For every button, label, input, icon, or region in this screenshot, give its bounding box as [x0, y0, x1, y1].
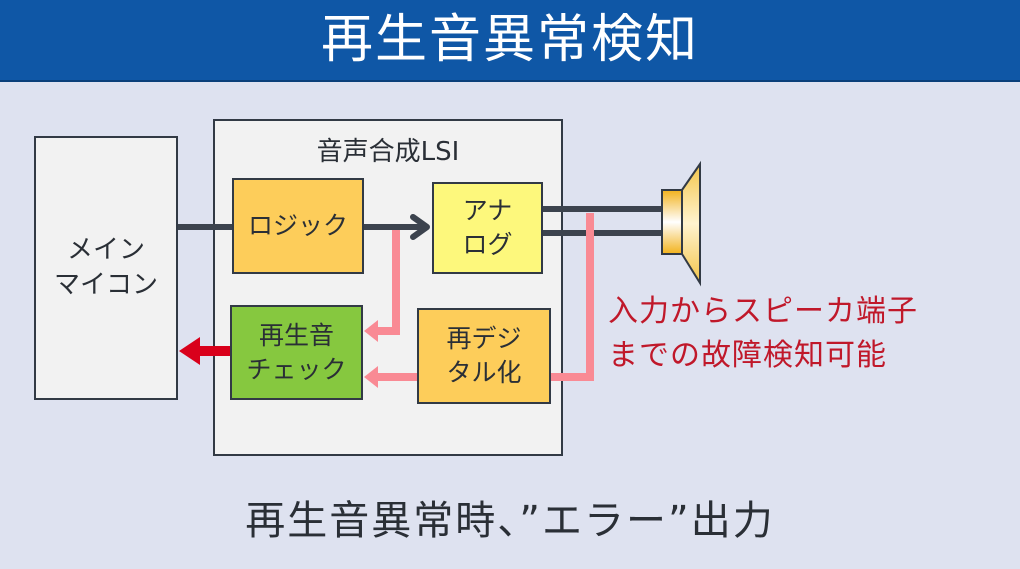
playback-check-label-line1: 再生音 — [258, 320, 334, 350]
logic-label: ロジック — [247, 211, 348, 241]
error-output-arrowhead — [179, 337, 200, 365]
annotation-line1: 入力からスピーカ端子 — [608, 294, 918, 329]
main-mcu-label-line2: マイコン — [53, 270, 158, 300]
footer-caption: 再生音異常時、”エラー”出力 — [245, 498, 775, 544]
playback-check-block: 再生音 チェック — [230, 305, 363, 400]
annotation-line2: までの故障検知可能 — [608, 337, 887, 373]
main-mcu-label-line1: メイン — [66, 234, 145, 265]
redigitize-label-line2: タル化 — [446, 358, 522, 387]
redigitize-label-line1: 再デジ — [446, 324, 522, 354]
header-bar: 再生音異常検知 — [0, 0, 1020, 82]
page-title: 再生音異常検知 — [320, 10, 699, 70]
redigitize-block: 再デジ タル化 — [417, 308, 551, 404]
analog-label-line1: アナ — [462, 196, 513, 226]
main-microcontroller-block: メイン マイコン — [34, 136, 178, 400]
analog-block: アナ ログ — [432, 182, 543, 274]
playback-check-label-line2: チェック — [246, 354, 347, 384]
analog-label-line2: ログ — [462, 230, 513, 259]
lsi-label: 音声合成LSI — [316, 137, 460, 167]
voice-synthesis-lsi-block: 音声合成LSI — [213, 119, 563, 456]
speaker-icon — [661, 160, 701, 287]
logic-block: ロジック — [232, 178, 364, 274]
detection-range-annotation: 入力からスピーカ端子 までの故障検知可能 — [608, 290, 918, 377]
